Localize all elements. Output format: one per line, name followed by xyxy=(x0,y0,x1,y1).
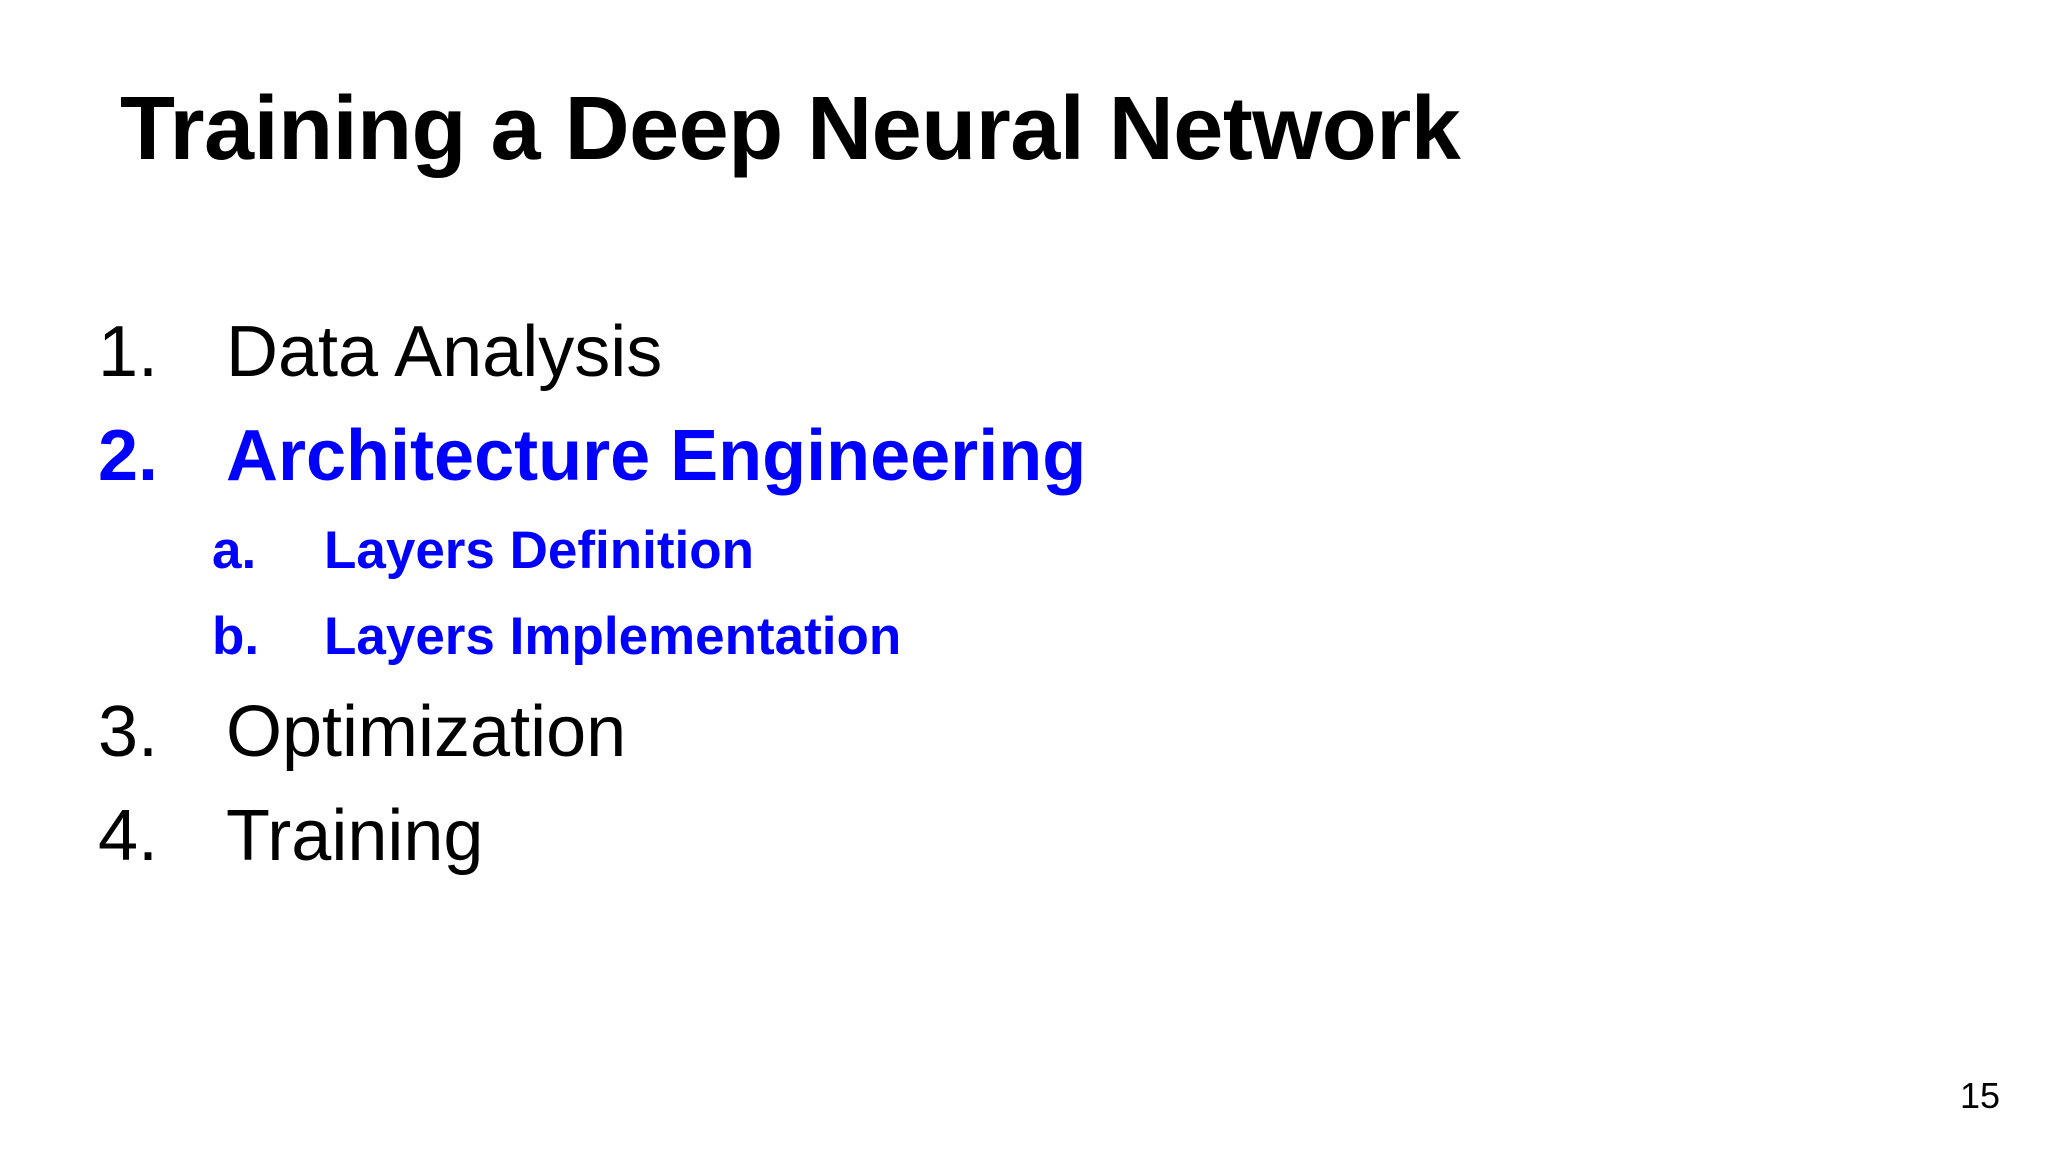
page-title: Training a Deep Neural Network xyxy=(120,79,1461,179)
list-item-label: Optimization xyxy=(226,692,627,772)
list-item-label: Layers Definition xyxy=(324,521,754,580)
list-item-label: Architecture Engineering xyxy=(226,416,1087,496)
list-item-marker: 4. xyxy=(98,796,159,876)
list-item[interactable]: 4. Training xyxy=(0,784,2048,888)
list-item[interactable]: a. Layers Definition xyxy=(0,508,2048,594)
list-item-marker: a. xyxy=(212,521,257,580)
list-item[interactable]: 2. Architecture Engineering xyxy=(0,404,2048,508)
list-item-label: Layers Implementation xyxy=(324,607,902,666)
list-item-marker: b. xyxy=(212,607,260,666)
list-item[interactable]: 1. Data Analysis xyxy=(0,300,2048,404)
list-item-marker: 3. xyxy=(98,692,159,772)
list-item[interactable]: b. Layers Implementation xyxy=(0,594,2048,680)
list-item-marker: 2. xyxy=(98,416,159,496)
outline-list: 1. Data Analysis 2. Architecture Enginee… xyxy=(0,300,2048,888)
list-item-label: Training xyxy=(226,796,484,876)
page-number: 15 xyxy=(1959,1075,2000,1116)
list-item[interactable]: 3. Optimization xyxy=(0,680,2048,784)
list-item-label: Data Analysis xyxy=(226,312,663,392)
list-item-marker: 1. xyxy=(98,312,159,392)
